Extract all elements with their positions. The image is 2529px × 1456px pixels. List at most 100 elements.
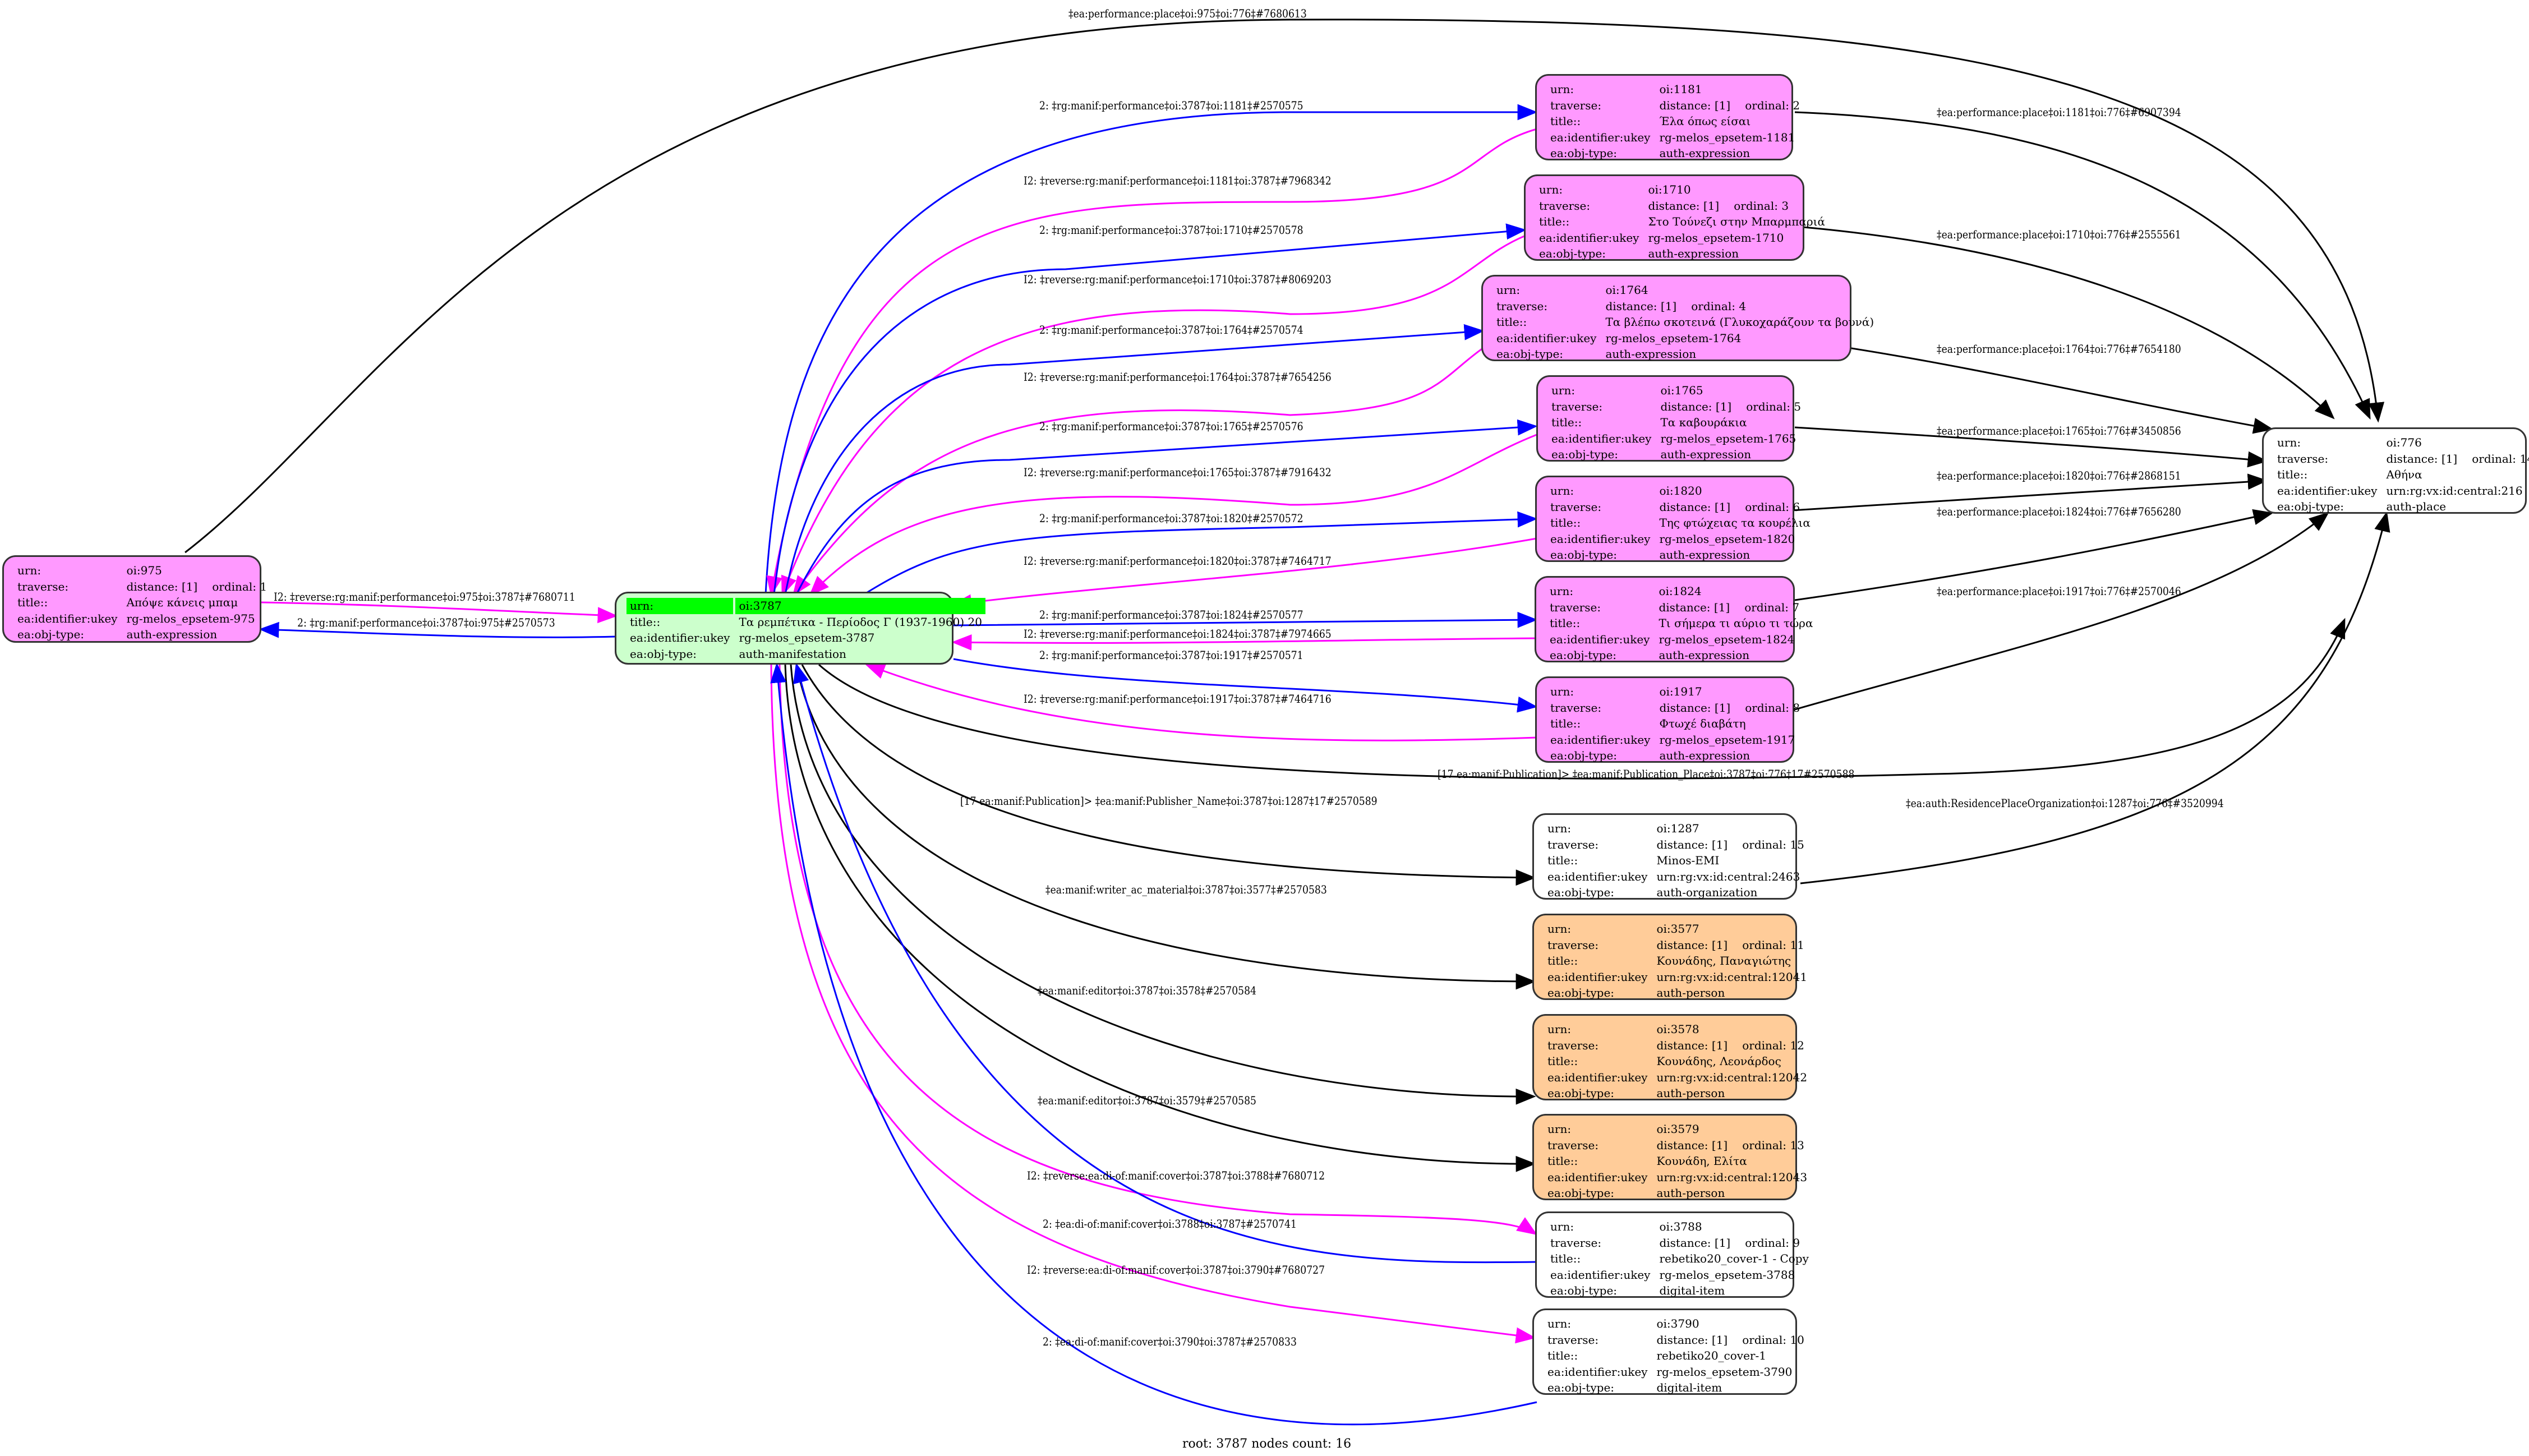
distance-value: distance: [1]	[1656, 837, 1728, 851]
urn-value: oi:1181	[1659, 82, 1702, 96]
distance-value: distance: [1]	[1659, 500, 1731, 514]
objtype-value: auth-organization	[1656, 886, 1758, 899]
ordinal-value: ordinal: 12	[1742, 1038, 1804, 1052]
traverse-label: traverse:	[1547, 837, 1599, 851]
ukey-label: ea:identifier:ukey	[1550, 532, 1651, 546]
edge-label: ‡ea:performance:place‡oi:1764‡oi:776‡#76…	[1937, 342, 2181, 356]
objtype-value: auth-expression	[1659, 749, 1751, 762]
distance-value: distance: [1]	[2386, 451, 2458, 466]
traverse-label: traverse:	[1547, 938, 1599, 952]
ukey-label: ea:identifier:ukey	[1547, 1365, 1648, 1379]
objtype-label: ea:obj-type:	[1550, 1284, 1618, 1297]
objtype-value: auth-expression	[1660, 448, 1752, 461]
ordinal-value: ordinal: 8	[1745, 701, 1800, 715]
title-value: Αθήνα	[2386, 468, 2422, 481]
ukey-label: ea:identifier:ukey	[1547, 1170, 1648, 1184]
objtype-value: digital-item	[1659, 1284, 1725, 1297]
traverse-label: traverse:	[1547, 1333, 1599, 1347]
ukey-value: rg-melos_epsetem-1765	[1660, 431, 1796, 445]
edge-fwd-1764	[784, 324, 1485, 595]
ukey-label: ea:identifier:ukey	[1550, 130, 1651, 144]
edge-fwd-975	[259, 621, 616, 638]
ordinal-value: ordinal: 15	[1742, 837, 1804, 851]
urn-label: urn:	[1547, 822, 1572, 835]
edge-pp-1181	[1794, 111, 2371, 420]
ordinal-value: ordinal: 9	[1745, 1236, 1800, 1250]
title-value: Έλα όπως είσαι	[1659, 114, 1751, 128]
edge-label: 2: ‡rg:manif:performance‡oi:3787‡oi:1820…	[1039, 512, 1303, 525]
edge-pp-1765	[1794, 426, 2268, 468]
ukey-value: urn:rg:vx:id:central:12041	[1656, 970, 1808, 984]
edge-fwd-1917	[953, 658, 1538, 713]
objtype-value: auth-manifestation	[739, 647, 846, 661]
ukey-label: ea:identifier:ukey	[1550, 632, 1650, 646]
urn-value: oi:3787	[735, 598, 985, 614]
traverse-label: traverse:	[1496, 299, 1548, 313]
edge-pp-1824	[1794, 509, 2274, 601]
distance-value: distance: [1]	[1605, 299, 1677, 313]
objtype-label: ea:obj-type:	[1547, 886, 1615, 899]
edge-label: I2: ‡reverse:ea:di-of:manif:cover‡oi:378…	[1027, 1169, 1325, 1182]
node-oi-3787-root[interactable]: urn:oi:3787 title::Τα ρεμπέτικα - Περίοδ…	[615, 592, 985, 665]
ukey-label: ea:identifier:ukey	[1550, 732, 1651, 747]
edge-label: I2: ‡reverse:rg:manif:performance‡oi:176…	[1024, 370, 1332, 384]
ukey-label: ea:identifier:ukey	[1547, 970, 1648, 984]
objtype-value: auth-expression	[1659, 548, 1751, 561]
distance-value: distance: [1]	[1659, 1236, 1731, 1250]
edge-rev-1710	[781, 234, 1526, 597]
title-label: title::	[1496, 315, 1527, 329]
edge-rev-975	[260, 601, 618, 624]
edge-pp-1710	[1803, 226, 2335, 420]
title-value: Φτωχέ διαβάτη	[1659, 717, 1746, 730]
distance-value: distance: [1]	[126, 579, 198, 593]
objtype-value: auth-expression	[1659, 146, 1751, 160]
title-label: title::	[1547, 954, 1578, 967]
urn-value: oi:1820	[1659, 484, 1702, 497]
objtype-label: ea:obj-type:	[2277, 500, 2344, 513]
edge-label: ‡ea:auth:ResidencePlaceOrganization‡oi:1…	[1906, 796, 2224, 810]
urn-value: oi:3578	[1656, 1022, 1699, 1036]
urn-value: oi:776	[2386, 436, 2422, 449]
ukey-label: ea:identifier:ukey	[1547, 869, 1648, 883]
title-label: title::	[1547, 1154, 1578, 1168]
ukey-label: ea:identifier:ukey	[1551, 431, 1652, 445]
node-oi-975[interactable]: urn:oi:975 traverse:distance: [1]ordinal…	[2, 555, 267, 643]
urn-label: urn:	[1547, 1122, 1572, 1136]
objtype-label: ea:obj-type:	[1551, 448, 1619, 461]
ukey-value: rg-melos_epsetem-3788	[1659, 1268, 1795, 1282]
urn-value: oi:3577	[1656, 922, 1699, 936]
title-label: title::	[1547, 1054, 1578, 1068]
edge-label: I2: ‡reverse:rg:manif:performance‡oi:176…	[1024, 466, 1332, 479]
urn-label: urn:	[17, 564, 42, 577]
title-label: title::	[1550, 1252, 1581, 1265]
urn-value: oi:1764	[1605, 283, 1648, 297]
objtype-value: auth-person	[1656, 1186, 1725, 1200]
distance-value: distance: [1]	[1659, 701, 1731, 715]
edge-label: I2: ‡reverse:ea:di-of:manif:cover‡oi:378…	[1027, 1263, 1325, 1277]
edge-label: [17 ea:manif:Publication]> ‡ea:manif:Pub…	[1438, 767, 1855, 781]
traverse-label: traverse:	[1550, 98, 1602, 112]
urn-label: urn:	[1551, 384, 1576, 397]
ordinal-value: ordinal: 1	[212, 579, 268, 593]
urn-label: urn:	[1547, 1317, 1572, 1330]
objtype-value: auth-place	[2386, 500, 2447, 513]
edge-label: ‡ea:performance:place‡oi:1820‡oi:776‡#28…	[1937, 469, 2181, 482]
urn-label: urn:	[1539, 183, 1563, 196]
ukey-label: ea:identifier:ukey	[1550, 1268, 1651, 1282]
title-value: rebetiko20_cover-1	[1656, 1349, 1766, 1362]
title-value: Τα ρεμπέτικα - Περίοδος Γ (1937-1960) 20	[739, 615, 982, 629]
